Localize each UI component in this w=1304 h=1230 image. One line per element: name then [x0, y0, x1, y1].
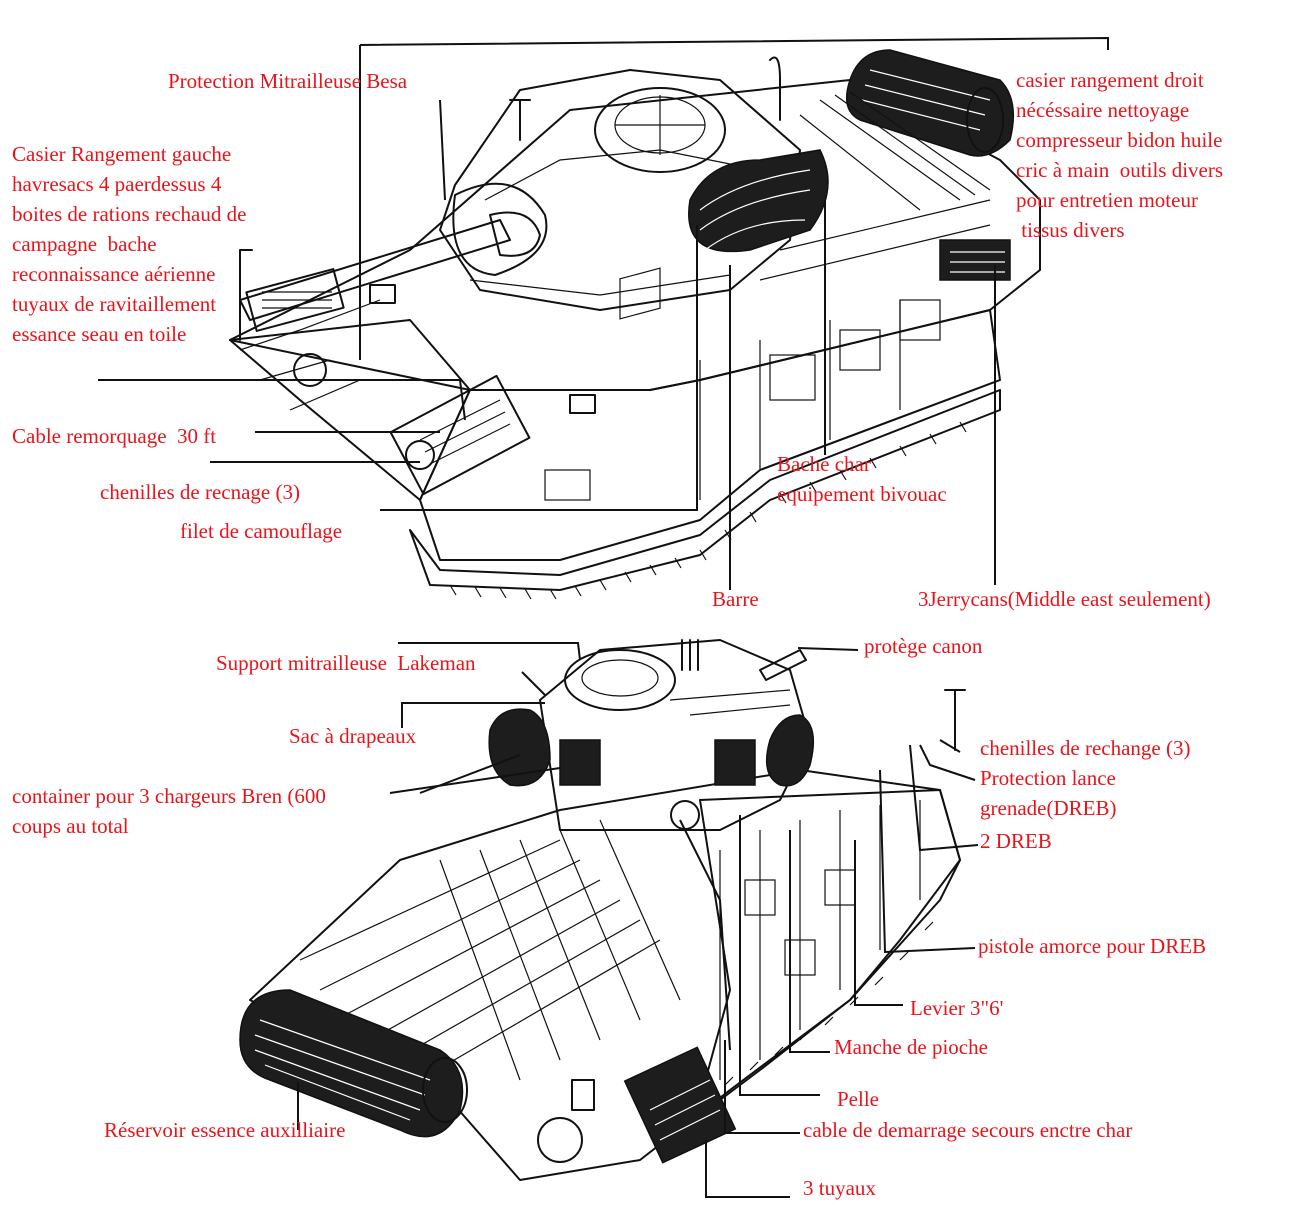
label-protection-besa: Protection Mitrailleuse Besa — [168, 69, 408, 93]
label-jerrycans: 3Jerrycans(Middle east seulement) — [918, 587, 1211, 611]
top-tank-illustration — [229, 49, 1041, 600]
bottom-tank-illustration — [239, 639, 966, 1181]
label-manche-pioche: Manche de pioche — [834, 1035, 988, 1059]
label-2-dreb: 2 DREB — [980, 829, 1052, 853]
label-protection-lance: Protection lance grenade(DREB) — [980, 766, 1117, 820]
jerrycans-top — [939, 239, 1011, 281]
label-pistole-amorce: pistole amorce pour DREB — [978, 934, 1207, 958]
label-reservoir: Réservoir essence auxilliaire — [104, 1118, 346, 1142]
label-container-bren: container pour 3 chargeurs Bren (600 cou… — [12, 784, 326, 838]
label-cable-demarrage: cable de demarrage secours enctre char — [803, 1118, 1133, 1142]
label-casier-droit: casier rangement droit nécéssaire nettoy… — [1016, 68, 1224, 242]
label-chenilles-rechange: chenilles de rechange (3) — [980, 736, 1191, 760]
label-3-tuyaux: 3 tuyaux — [803, 1176, 876, 1200]
label-filet-camouflage: filet de camouflage — [180, 519, 343, 543]
label-bache-char: Bache char equipement bivouac — [777, 452, 947, 506]
label-pelle: Pelle — [837, 1087, 879, 1111]
label-cable-remorquage: Cable remorquage 30 ft — [12, 424, 217, 448]
label-barre: Barre — [712, 587, 759, 611]
auxiliary-fuel-tank — [239, 989, 468, 1138]
label-chenilles-recnage: chenilles de recnage (3) — [100, 480, 300, 504]
label-sac-drapeaux: Sac à drapeaux — [289, 724, 417, 748]
label-protege-canon: protège canon — [864, 634, 983, 658]
leader-lines — [98, 36, 1109, 1198]
label-casier-gauche: Casier Rangement gauche havresacs 4 paer… — [12, 142, 247, 346]
label-levier: Levier 3"6' — [910, 996, 1004, 1020]
label-support-lakeman: Support mitrailleuse Lakeman — [216, 651, 476, 675]
